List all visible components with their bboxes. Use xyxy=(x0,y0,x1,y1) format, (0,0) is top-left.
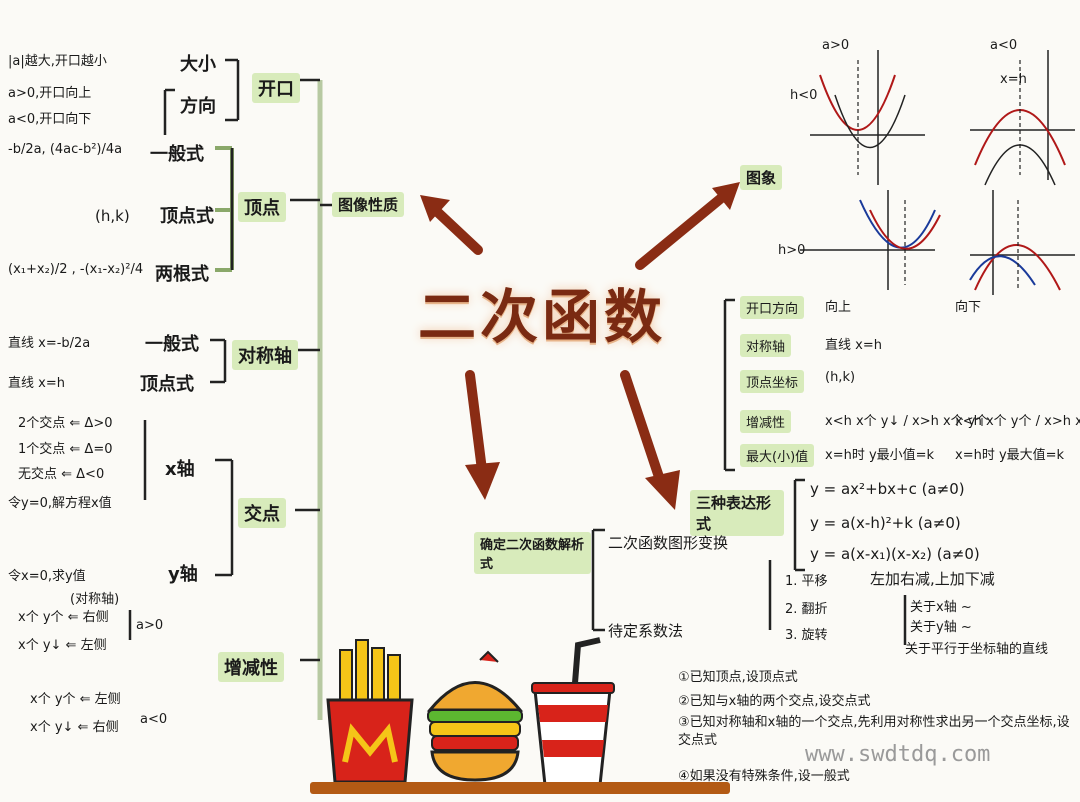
property-label: 最大(小)值 xyxy=(740,444,815,467)
graph-label-a-neg: a<0 xyxy=(990,38,1018,53)
label-two-root-form: 两根式 xyxy=(155,264,209,285)
node-monotonicity: 增减性 xyxy=(218,652,284,682)
graph-label-x-eq-h: x=h xyxy=(1000,72,1027,87)
size-note: |a|越大,开口越小 xyxy=(8,54,107,69)
neg-condition: a<0 xyxy=(140,712,168,727)
axis-note: (对称轴) xyxy=(70,592,120,607)
let-y-zero-note: 令y=0,解方程x值 xyxy=(8,496,112,511)
pos-condition: a>0 xyxy=(136,618,164,633)
general-formula: -b/2a, (4ac-b²)/4a xyxy=(8,142,123,157)
watermark: www.swdtdq.com xyxy=(805,742,991,767)
method-title: 待定系数法 xyxy=(608,622,684,640)
dir-down-note: a<0,开口向下 xyxy=(8,112,92,127)
pos-inc-note: x个 y个 ⇐ 右侧 xyxy=(18,610,109,625)
burger-illustration xyxy=(426,650,524,782)
property-value-positive: x=h时 y最小值=k xyxy=(825,448,935,463)
graph-label-h-pos: h>0 xyxy=(778,243,806,258)
property-label: 增减性 xyxy=(740,410,792,433)
axis-line-vertex: 直线 x=h xyxy=(8,376,65,391)
property-value-negative: x<h x个 y个 / x>h x个 y↓ xyxy=(955,414,1080,429)
no-point-note: 无交点 ⇐ Δ<0 xyxy=(18,467,105,482)
two-points-note: 2个交点 ⇐ Δ>0 xyxy=(18,416,113,431)
arrow-group xyxy=(420,182,740,510)
label-axis-general: 一般式 xyxy=(145,334,199,355)
transform-flip-x: 关于x轴 ~ xyxy=(910,600,972,615)
label-axis-vertex: 顶点式 xyxy=(140,374,194,395)
node-opening: 开口 xyxy=(252,73,300,103)
transform-translate: 1. 平移 xyxy=(785,574,828,589)
node-vertex: 顶点 xyxy=(238,192,286,222)
property-label: 对称轴 xyxy=(740,334,792,357)
node-graph: 图象 xyxy=(740,165,783,190)
property-value-positive: 直线 x=h xyxy=(825,338,882,353)
label-y-axis: y轴 xyxy=(168,564,198,585)
property-label: 开口方向 xyxy=(740,296,805,319)
method-2: ②已知与x轴的两个交点,设交点式 xyxy=(678,694,871,709)
form-two-root: y = a(x-x₁)(x-x₂) (a≠0) xyxy=(810,545,980,563)
node-axis-of-symmetry: 对称轴 xyxy=(232,340,298,370)
axis-line-general: 直线 x=-b/2a xyxy=(8,336,91,351)
property-label: 顶点坐标 xyxy=(740,370,805,393)
transform-flip: 2. 翻折 xyxy=(785,602,828,617)
label-x-axis: x轴 xyxy=(165,459,195,480)
graph-label-a-pos: a>0 xyxy=(822,38,850,53)
transform-title: 二次函数图形变换 xyxy=(608,534,729,552)
property-value-positive: 向上 xyxy=(825,300,852,315)
pos-dec-note: x个 y↓ ⇐ 左侧 xyxy=(18,638,107,653)
property-value-negative: 向下 xyxy=(955,300,982,315)
transform-rotate: 3. 旋转 xyxy=(785,628,828,643)
transform-translate-rule: 左加右减,上加下减 xyxy=(870,570,995,588)
dir-up-note: a>0,开口向上 xyxy=(8,86,92,101)
let-x-zero-note: 令x=0,求y值 xyxy=(8,569,86,584)
transform-flip-y: 关于y轴 ~ xyxy=(910,620,972,635)
form-vertex: y = a(x-h)²+k (a≠0) xyxy=(810,514,961,532)
vertex-coord: (h,k) xyxy=(95,207,130,225)
two-root-formula: (x₁+x₂)/2 , -(x₁-x₂)²/4 xyxy=(8,262,144,277)
node-three-forms: 三种表达形式 xyxy=(690,490,784,536)
method-3: ③已知对称轴和x轴的一个交点,先利用对称性求出另一个交点坐标,设交点式 xyxy=(678,715,1070,748)
label-direction: 方向 xyxy=(180,96,216,117)
neg-inc-note: x个 y个 ⇐ 左侧 xyxy=(30,692,121,707)
property-value-positive: x<h x个 y↓ / x>h x个 y个 xyxy=(825,414,989,429)
page-title: 二次函数 xyxy=(418,283,667,351)
label-vertex-form: 顶点式 xyxy=(160,206,214,227)
property-value-positive: (h,k) xyxy=(825,370,856,385)
method-4: ④如果没有特殊条件,设一般式 xyxy=(678,769,850,784)
label-size: 大小 xyxy=(180,54,216,75)
property-value-negative: x=h时 y最大值=k xyxy=(955,448,1065,463)
node-determine-formula: 确定二次函数解析式 xyxy=(474,532,591,574)
label-general-form: 一般式 xyxy=(150,144,204,165)
fries-illustration xyxy=(326,639,414,784)
neg-dec-note: x个 y↓ ⇐ 右侧 xyxy=(30,720,119,735)
node-graph-properties: 图像性质 xyxy=(332,192,405,217)
graph-label-h-neg: h<0 xyxy=(790,88,818,103)
transform-rotate-rule: 关于平行于坐标轴的直线 xyxy=(905,642,1049,657)
one-point-note: 1个交点 ⇐ Δ=0 xyxy=(18,442,113,457)
drink-illustration xyxy=(531,637,615,787)
form-general: y = ax²+bx+c (a≠0) xyxy=(810,480,965,498)
node-intersection: 交点 xyxy=(238,498,286,528)
method-1: ①已知顶点,设顶点式 xyxy=(678,670,798,685)
